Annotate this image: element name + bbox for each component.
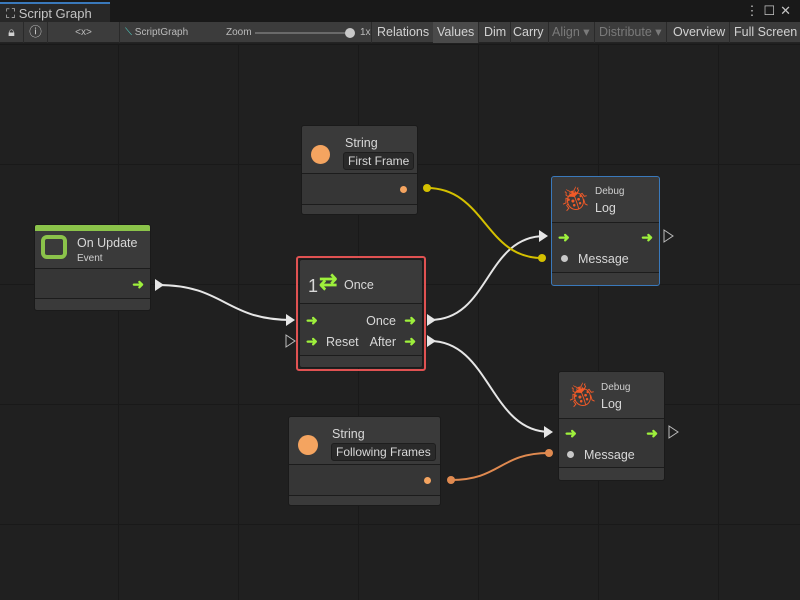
node-title: On Update — [77, 236, 138, 250]
node-title: String — [332, 427, 365, 441]
selection-outline — [296, 256, 426, 371]
zoom-label: Zoom — [226, 27, 252, 38]
on-update-node[interactable]: On Update Event ➜ — [34, 224, 151, 311]
close-icon[interactable]: ✕ — [780, 3, 796, 18]
node-title: String — [345, 136, 378, 150]
flow-port-empty[interactable] — [663, 229, 674, 243]
flow-arrow-icon: ➜ — [641, 229, 653, 245]
flow-arrow-icon: ➜ — [404, 333, 416, 349]
bug-icon: 🐞︎ — [560, 186, 591, 213]
graph-node-icon: ⟍ — [125, 27, 135, 38]
flow-arrow-icon: ➜ — [132, 276, 144, 292]
lock-icon[interactable]: 🔒︎ — [0, 22, 24, 43]
flow-arrow-icon: ➜ — [565, 425, 577, 441]
update-loop-icon — [41, 235, 67, 259]
port-label: Once — [366, 314, 396, 328]
port-dot[interactable] — [538, 254, 546, 262]
flow-wire — [429, 340, 551, 433]
values-button[interactable]: Values — [433, 22, 480, 43]
node-category: Debug — [601, 382, 631, 393]
flow-wire — [157, 284, 293, 321]
event-accent-bar — [35, 225, 150, 231]
flow-port[interactable] — [544, 426, 553, 438]
flow-arrow-icon: ➜ — [646, 425, 658, 441]
flow-arrow-icon: ➜ — [558, 229, 570, 245]
port-label: Message — [584, 448, 635, 462]
flow-arrow-icon: ➜ — [306, 333, 318, 349]
debug-log-node-1[interactable]: 🐞︎ Debug Log ➜ ➜ Message — [551, 176, 660, 286]
port-label: After — [369, 335, 396, 349]
once-node[interactable]: 1 ⇄ Once ➜ Once ➜ ➜ Reset After ➜ — [299, 259, 423, 368]
node-title: Once — [344, 278, 374, 292]
info-icon[interactable]: ⓘ — [24, 22, 48, 43]
flow-port-empty[interactable] — [668, 425, 679, 439]
value-wire — [426, 187, 543, 259]
flow-arrow-icon: ➜ — [306, 312, 318, 328]
value-wire — [450, 452, 550, 481]
port-label: Message — [578, 252, 629, 266]
code-button[interactable]: <x> — [48, 22, 120, 43]
port-label: Reset — [326, 335, 359, 349]
flow-arrow-icon: ➜ — [404, 312, 416, 328]
string-node-first-frame[interactable]: String First Frame — [301, 125, 418, 215]
string-type-icon — [311, 145, 330, 164]
flow-port[interactable] — [539, 230, 548, 242]
tab-script-graph[interactable]: ⛶ Script Graph — [0, 2, 110, 22]
carry-button[interactable]: Carry — [509, 22, 549, 43]
overview-button[interactable]: Overview — [669, 22, 731, 43]
once-cycle-icon: ⇄ — [319, 269, 338, 294]
graph-breadcrumb[interactable]: ⟍ ScriptGraph — [125, 27, 189, 38]
dim-button[interactable]: Dim — [480, 22, 512, 43]
flow-port[interactable] — [155, 279, 164, 291]
node-category: Debug — [595, 186, 625, 197]
port-dot[interactable] — [447, 476, 455, 484]
flow-port[interactable] — [427, 335, 436, 347]
align-dropdown[interactable]: Align ▾ — [548, 22, 595, 43]
once-icon-number: 1 — [308, 276, 319, 296]
node-subtitle: Event — [77, 253, 103, 264]
string-type-icon — [298, 435, 318, 455]
maximize-icon[interactable]: ☐ — [763, 3, 781, 18]
graph-icon: ⛶ — [6, 6, 19, 21]
full-screen-button[interactable]: Full Screen — [734, 25, 798, 39]
flow-port[interactable] — [286, 314, 295, 326]
input-port-icon — [561, 255, 568, 262]
output-port-icon — [424, 477, 431, 484]
distribute-dropdown[interactable]: Distribute ▾ — [595, 22, 667, 43]
string-node-following-frames[interactable]: String Following Frames — [288, 416, 441, 506]
debug-log-node-2[interactable]: 🐞︎ Debug Log ➜ ➜ Message — [558, 371, 665, 481]
node-title: Log — [595, 201, 616, 215]
bug-icon: 🐞︎ — [567, 382, 598, 409]
flow-port-empty[interactable] — [285, 334, 296, 348]
node-title: Log — [601, 397, 622, 411]
zoom-slider[interactable] — [255, 32, 350, 34]
port-dot[interactable] — [545, 449, 553, 457]
zoom-value: 1x — [356, 22, 372, 43]
kebab-icon[interactable]: ⋮ — [745, 3, 764, 18]
toolbar: 🔒︎ ⓘ <x> ⟍ ScriptGraph Zoom 1x Relations… — [0, 22, 800, 43]
zoom-slider-handle[interactable] — [345, 28, 355, 38]
string-value-field[interactable]: First Frame — [343, 152, 415, 170]
port-dot[interactable] — [423, 184, 431, 192]
tab-bar: ⛶ Script Graph ⋮☐✕ — [0, 0, 800, 22]
flow-port[interactable] — [427, 314, 436, 326]
input-port-icon — [567, 451, 574, 458]
string-value-field[interactable]: Following Frames — [331, 443, 436, 461]
flow-wire — [429, 235, 546, 321]
output-port-icon — [400, 186, 407, 193]
